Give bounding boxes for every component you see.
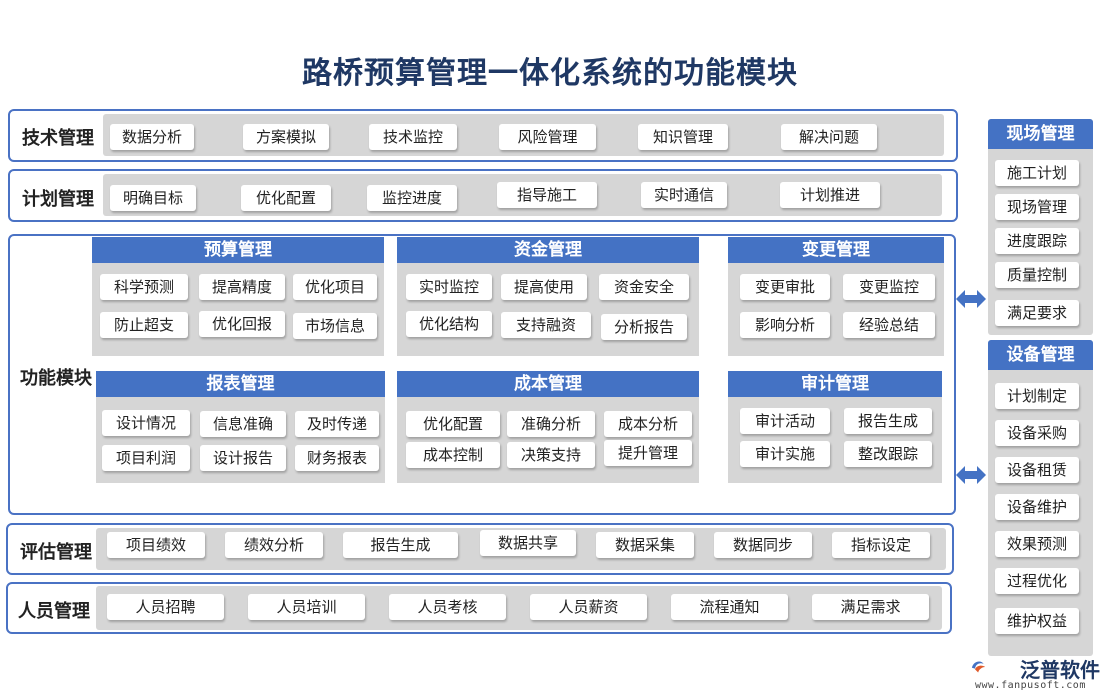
funds-item: 实时监控 <box>406 274 492 300</box>
report-item: 及时传递 <box>295 411 379 437</box>
tech-item: 数据分析 <box>110 124 194 150</box>
hr-item: 人员薪资 <box>530 594 647 620</box>
report-item: 设计报告 <box>200 445 286 471</box>
plan-item: 明确目标 <box>110 185 196 211</box>
tech-item: 知识管理 <box>638 124 728 150</box>
change-module-title: 变更管理 <box>728 237 944 263</box>
eval-item: 数据共享 <box>480 530 576 556</box>
equip-item: 过程优化 <box>995 568 1079 594</box>
change-item: 变更审批 <box>740 274 830 300</box>
tech-item: 方案模拟 <box>243 124 329 150</box>
hr-item: 满足需求 <box>812 594 929 620</box>
plan-item: 实时通信 <box>641 182 727 208</box>
equip-item: 计划制定 <box>995 383 1079 409</box>
func-row-label: 功能模块 <box>20 368 92 389</box>
tech-item: 技术监控 <box>369 124 457 150</box>
audit-item: 审计活动 <box>740 408 830 434</box>
funds-item: 支持融资 <box>501 312 591 338</box>
equip-item: 设备维护 <box>995 494 1079 520</box>
audit-item: 审计实施 <box>740 441 830 467</box>
site-item: 质量控制 <box>995 262 1079 288</box>
change-item: 经验总结 <box>843 312 935 338</box>
eval-item: 项目绩效 <box>107 532 205 558</box>
funds-item: 优化结构 <box>406 311 492 337</box>
eval-item: 绩效分析 <box>225 532 323 558</box>
tech-item: 风险管理 <box>499 124 596 150</box>
audit-item: 报告生成 <box>844 408 932 434</box>
change-module: 变更管理 变更审批 变更监控 影响分析 经验总结 <box>728 237 944 356</box>
budget-item: 提高精度 <box>199 274 285 300</box>
audit-module: 审计管理 审计活动 报告生成 审计实施 整改跟踪 <box>728 371 942 483</box>
report-item: 财务报表 <box>295 445 379 471</box>
fanpu-logo-icon <box>971 661 986 673</box>
plan-row-label: 计划管理 <box>22 189 94 210</box>
page-title: 路桥预算管理一体化系统的功能模块 <box>302 56 798 91</box>
budget-item: 优化项目 <box>293 274 377 300</box>
hr-row-label: 人员管理 <box>18 601 90 622</box>
budget-item: 科学预测 <box>100 274 188 300</box>
tech-item: 解决问题 <box>781 124 877 150</box>
hr-item: 人员考核 <box>389 594 506 620</box>
change-item: 变更监控 <box>843 274 935 300</box>
site-item: 施工计划 <box>995 160 1079 186</box>
tech-row-label: 技术管理 <box>22 128 94 149</box>
equip-panel: 设备管理 计划制定 设备采购 设备租赁 设备维护 效果预测 过程优化 维护权益 <box>988 340 1093 656</box>
cost-module-title: 成本管理 <box>397 371 699 397</box>
report-item: 信息准确 <box>200 411 286 437</box>
report-module: 报表管理 设计情况 信息准确 及时传递 项目利润 设计报告 财务报表 <box>96 371 385 483</box>
cost-item: 决策支持 <box>507 442 595 468</box>
plan-item: 优化配置 <box>241 185 331 211</box>
funds-item: 提高使用 <box>501 274 587 300</box>
double-arrow-icon <box>956 466 986 484</box>
site-item: 现场管理 <box>995 194 1079 220</box>
eval-row-label: 评估管理 <box>20 542 92 563</box>
cost-item: 成本分析 <box>604 411 692 437</box>
cost-item: 准确分析 <box>507 411 595 437</box>
cost-item: 提升管理 <box>604 440 692 466</box>
eval-item: 数据采集 <box>596 532 694 558</box>
eval-item: 数据同步 <box>714 532 812 558</box>
eval-item: 指标设定 <box>832 532 930 558</box>
change-item: 影响分析 <box>740 312 830 338</box>
site-panel-title: 现场管理 <box>988 119 1093 149</box>
budget-item: 市场信息 <box>293 313 377 339</box>
cost-module: 成本管理 优化配置 准确分析 成本分析 成本控制 决策支持 提升管理 <box>397 371 699 483</box>
hr-row-panel <box>96 586 942 630</box>
audit-module-title: 审计管理 <box>728 371 942 397</box>
equip-panel-title: 设备管理 <box>988 340 1093 370</box>
site-item: 满足要求 <box>995 300 1079 326</box>
site-panel: 现场管理 施工计划 现场管理 进度跟踪 质量控制 满足要求 <box>988 119 1093 335</box>
cost-item: 优化配置 <box>406 411 500 437</box>
funds-module-title: 资金管理 <box>397 237 699 263</box>
hr-item: 流程通知 <box>671 594 788 620</box>
equip-item: 设备采购 <box>995 420 1079 446</box>
report-module-title: 报表管理 <box>96 371 385 397</box>
equip-item: 维护权益 <box>995 608 1079 634</box>
plan-item: 计划推进 <box>780 182 880 208</box>
report-item: 设计情况 <box>102 410 190 436</box>
audit-item: 整改跟踪 <box>844 441 932 467</box>
budget-module-title: 预算管理 <box>92 237 384 263</box>
hr-item: 人员招聘 <box>107 594 224 620</box>
plan-item: 指导施工 <box>497 182 597 208</box>
budget-item: 优化回报 <box>199 311 285 337</box>
equip-item: 效果预测 <box>995 531 1079 557</box>
funds-module: 资金管理 实时监控 提高使用 资金安全 优化结构 支持融资 分析报告 <box>397 237 699 356</box>
double-arrow-icon <box>956 290 986 308</box>
hr-item: 人员培训 <box>248 594 365 620</box>
budget-module: 预算管理 科学预测 提高精度 优化项目 防止超支 优化回报 市场信息 <box>92 237 384 356</box>
logo-name: 泛普软件 <box>1020 658 1100 682</box>
funds-item: 分析报告 <box>601 314 687 340</box>
site-item: 进度跟踪 <box>995 228 1079 254</box>
logo-url: www.fanpusoft.com <box>975 680 1086 691</box>
plan-item: 监控进度 <box>367 185 457 211</box>
report-item: 项目利润 <box>102 445 190 471</box>
budget-item: 防止超支 <box>100 312 188 338</box>
funds-item: 资金安全 <box>599 274 689 300</box>
cost-item: 成本控制 <box>406 442 500 468</box>
eval-item: 报告生成 <box>343 532 458 558</box>
equip-item: 设备租赁 <box>995 457 1079 483</box>
